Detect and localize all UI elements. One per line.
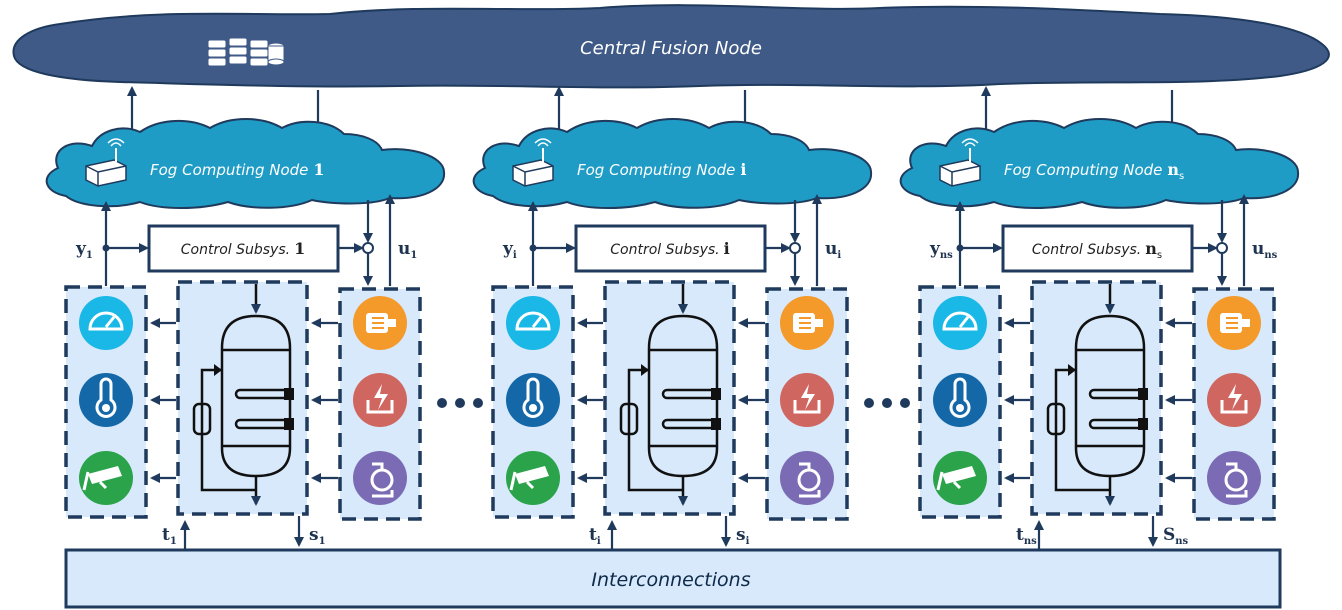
server-stack-icon bbox=[207, 37, 285, 67]
motor-icon bbox=[353, 296, 407, 350]
motor-icon bbox=[780, 296, 834, 350]
control-subsystem-name: Control Subsys. bbox=[181, 242, 290, 258]
control-subsystem-label: Control Subsys.1 bbox=[181, 239, 305, 258]
interconnections-bar: Interconnections bbox=[64, 548, 1282, 609]
y-signal-label-main: y bbox=[929, 239, 941, 259]
pump-icon bbox=[1207, 451, 1261, 505]
y-signal-label: yi bbox=[502, 239, 517, 261]
thermometer-icon bbox=[79, 373, 133, 427]
t-signal-label-main: t bbox=[1016, 525, 1024, 545]
y-signal-label: yns bbox=[929, 239, 953, 261]
router-icon bbox=[85, 138, 127, 187]
distillation-column-icon bbox=[619, 284, 721, 506]
fog-node-label: Fog Computing Node ns bbox=[1004, 160, 1184, 182]
s-signal-label-main: S bbox=[1163, 525, 1175, 545]
y-signal-label-main: y bbox=[502, 239, 514, 259]
control-subsystem-box bbox=[147, 224, 340, 273]
fog-node-index: 1 bbox=[313, 160, 324, 179]
t-signal-label: tns bbox=[1016, 525, 1037, 547]
control-subsystem-label: Control Subsys.ns bbox=[1032, 239, 1162, 261]
u-signal-label: uns bbox=[1252, 239, 1278, 261]
fog-node-name: Fog Computing Node bbox=[150, 161, 308, 179]
thermometer-icon bbox=[933, 373, 987, 427]
t-signal-label: ti bbox=[589, 525, 601, 547]
distillation-column-icon bbox=[192, 284, 294, 506]
gauge-icon bbox=[79, 296, 133, 350]
fog-cloud-shape bbox=[472, 118, 873, 209]
thermometer-icon bbox=[506, 373, 560, 427]
fog-node-label: Fog Computing Node i bbox=[577, 160, 746, 179]
pump-icon bbox=[780, 451, 834, 505]
router-icon bbox=[512, 138, 554, 187]
u-signal-label-sub: i bbox=[837, 250, 841, 261]
fog-node-label: Fog Computing Node 1 bbox=[150, 160, 325, 179]
power-icon bbox=[1207, 373, 1261, 427]
summing-junction bbox=[789, 242, 801, 254]
control-subsystem-index: n bbox=[1145, 239, 1157, 258]
u-signal-label-main: u bbox=[825, 239, 837, 259]
fog-node-name: Fog Computing Node bbox=[577, 161, 735, 179]
router-icon bbox=[939, 138, 981, 187]
t-signal-label-main: t bbox=[162, 525, 170, 545]
t-signal-label: t1 bbox=[162, 525, 177, 547]
camera-icon bbox=[933, 451, 987, 505]
central-cloud-shape bbox=[12, 4, 1330, 89]
t-signal-label-sub: i bbox=[597, 536, 601, 547]
control-subsystem-index: 1 bbox=[294, 239, 305, 258]
y-signal-label: y1 bbox=[75, 239, 93, 261]
s-signal-label-main: s bbox=[736, 525, 746, 545]
s-signal-label: s1 bbox=[309, 525, 326, 547]
u-signal-label-main: u bbox=[398, 239, 410, 259]
u-signal-label: u1 bbox=[398, 239, 417, 261]
t-signal-label-sub: ns bbox=[1024, 536, 1037, 547]
camera-icon bbox=[79, 451, 133, 505]
u-signal-label-main: u bbox=[1252, 239, 1264, 259]
control-subsystem-index: i bbox=[724, 239, 730, 258]
central-fusion-node: Central Fusion Node bbox=[12, 4, 1330, 89]
s-signal-label-sub: ns bbox=[1175, 536, 1188, 547]
gauge-icon bbox=[506, 296, 560, 350]
y-signal-label-sub: ns bbox=[940, 250, 953, 261]
s-signal-label-sub: i bbox=[746, 536, 750, 547]
camera-icon bbox=[506, 451, 560, 505]
t-signal-label-sub: 1 bbox=[170, 536, 177, 547]
control-subsystem-name: Control Subsys. bbox=[1032, 242, 1141, 258]
s-signal-label-main: s bbox=[309, 525, 319, 545]
s-signal-label: si bbox=[736, 525, 750, 547]
motor-icon bbox=[1207, 296, 1261, 350]
interconnections-label: Interconnections bbox=[591, 569, 750, 591]
y-signal-label-main: y bbox=[75, 239, 87, 259]
s-signal-label-sub: 1 bbox=[319, 536, 326, 547]
pump-icon bbox=[353, 451, 407, 505]
fog-node-index-sub: s bbox=[1179, 171, 1184, 182]
summing-junction bbox=[1216, 242, 1228, 254]
summing-junction bbox=[362, 242, 374, 254]
power-icon bbox=[353, 373, 407, 427]
t-signal-label-main: t bbox=[589, 525, 597, 545]
fog-node-name: Fog Computing Node bbox=[1004, 161, 1162, 179]
u-signal-label: ui bbox=[825, 239, 841, 261]
fog-cloud-shape bbox=[45, 118, 446, 209]
u-signal-label-sub: 1 bbox=[410, 250, 417, 261]
fog-cloud-shape bbox=[899, 118, 1300, 209]
ellipsis-dots-left bbox=[437, 398, 483, 408]
power-icon bbox=[780, 373, 834, 427]
u-signal-label-sub: ns bbox=[1264, 250, 1277, 261]
fog-node-index: i bbox=[740, 160, 746, 179]
central-fusion-label: Central Fusion Node bbox=[580, 38, 762, 59]
y-signal-label-sub: i bbox=[513, 250, 517, 261]
gauge-icon bbox=[933, 296, 987, 350]
control-subsystem-index-sub: s bbox=[1157, 250, 1162, 261]
control-subsystem-label: Control Subsys. i bbox=[610, 239, 729, 258]
distillation-column-icon bbox=[1046, 284, 1148, 506]
control-subsystem-name: Control Subsys. bbox=[610, 242, 719, 258]
ellipsis-dots-right bbox=[864, 398, 910, 408]
y-signal-label-sub: 1 bbox=[86, 250, 93, 261]
fog-node-index: n bbox=[1167, 160, 1179, 179]
s-signal-label: Sns bbox=[1163, 525, 1189, 547]
